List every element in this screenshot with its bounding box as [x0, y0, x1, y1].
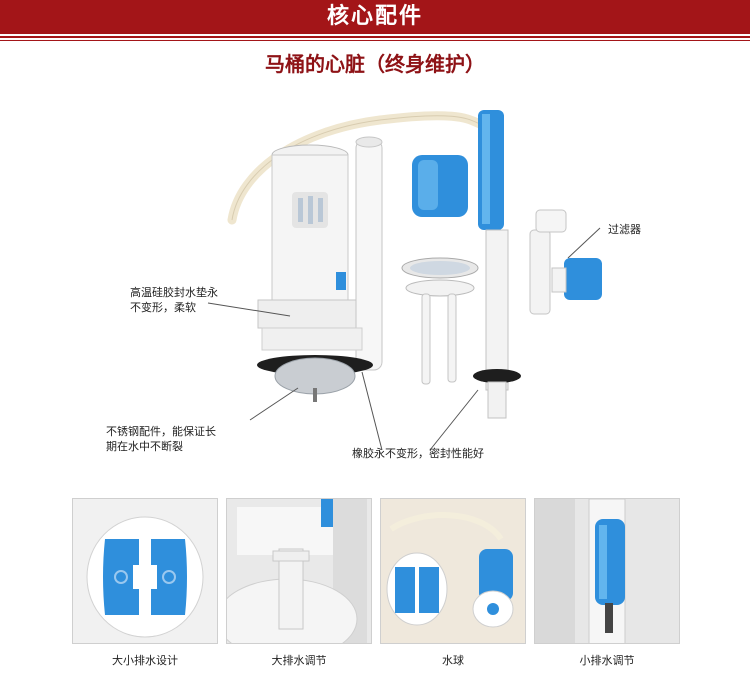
callout-rubber: 橡胶永不变形，密封性能好	[352, 447, 484, 460]
caption-small-flush-adjust: 小排水调节	[579, 654, 635, 667]
page-title: 核心配件	[326, 4, 423, 29]
thumb-small-flush-adjust	[534, 498, 680, 644]
caption-dual-flush: 大小排水设计	[112, 654, 178, 667]
large-flush-adjust-icon	[227, 499, 371, 643]
section-subtitle: 马桶的心脏（终身维护）	[265, 52, 485, 76]
dual-flush-button-icon	[73, 499, 217, 643]
callout-steel-line-2: 期在水中不断裂	[106, 440, 183, 453]
filter-part	[529, 209, 602, 315]
thumb-dual-flush	[72, 498, 218, 644]
small-flush-adjust-icon	[535, 499, 679, 643]
caption-large-flush-adjust: 大排水调节	[271, 654, 327, 667]
fill-valve	[412, 110, 521, 419]
title-underline-thin	[0, 40, 750, 41]
callout-gasket: 高温硅胶封水垫永 不变形，柔软	[130, 285, 218, 315]
thumb-float-ball	[380, 498, 526, 644]
float-ball-icon	[381, 499, 525, 643]
callout-steel-line-1: 不锈钢配件，能保证长	[106, 425, 216, 438]
flush-valve-body	[257, 136, 383, 402]
header-banner	[0, 0, 750, 34]
caption-float-ball: 水球	[442, 654, 464, 667]
thumb-large-flush-adjust	[226, 498, 372, 644]
callout-steel: 不锈钢配件，能保证长 期在水中不断裂	[106, 424, 216, 454]
callout-filter: 过滤器	[608, 223, 641, 236]
callout-gasket-line-2: 不变形，柔软	[130, 301, 196, 314]
title-underline	[0, 36, 750, 38]
toilet-valve-illustration	[207, 110, 602, 451]
callout-gasket-line-1: 高温硅胶封水垫永	[130, 286, 218, 299]
seal-disc	[401, 257, 479, 385]
